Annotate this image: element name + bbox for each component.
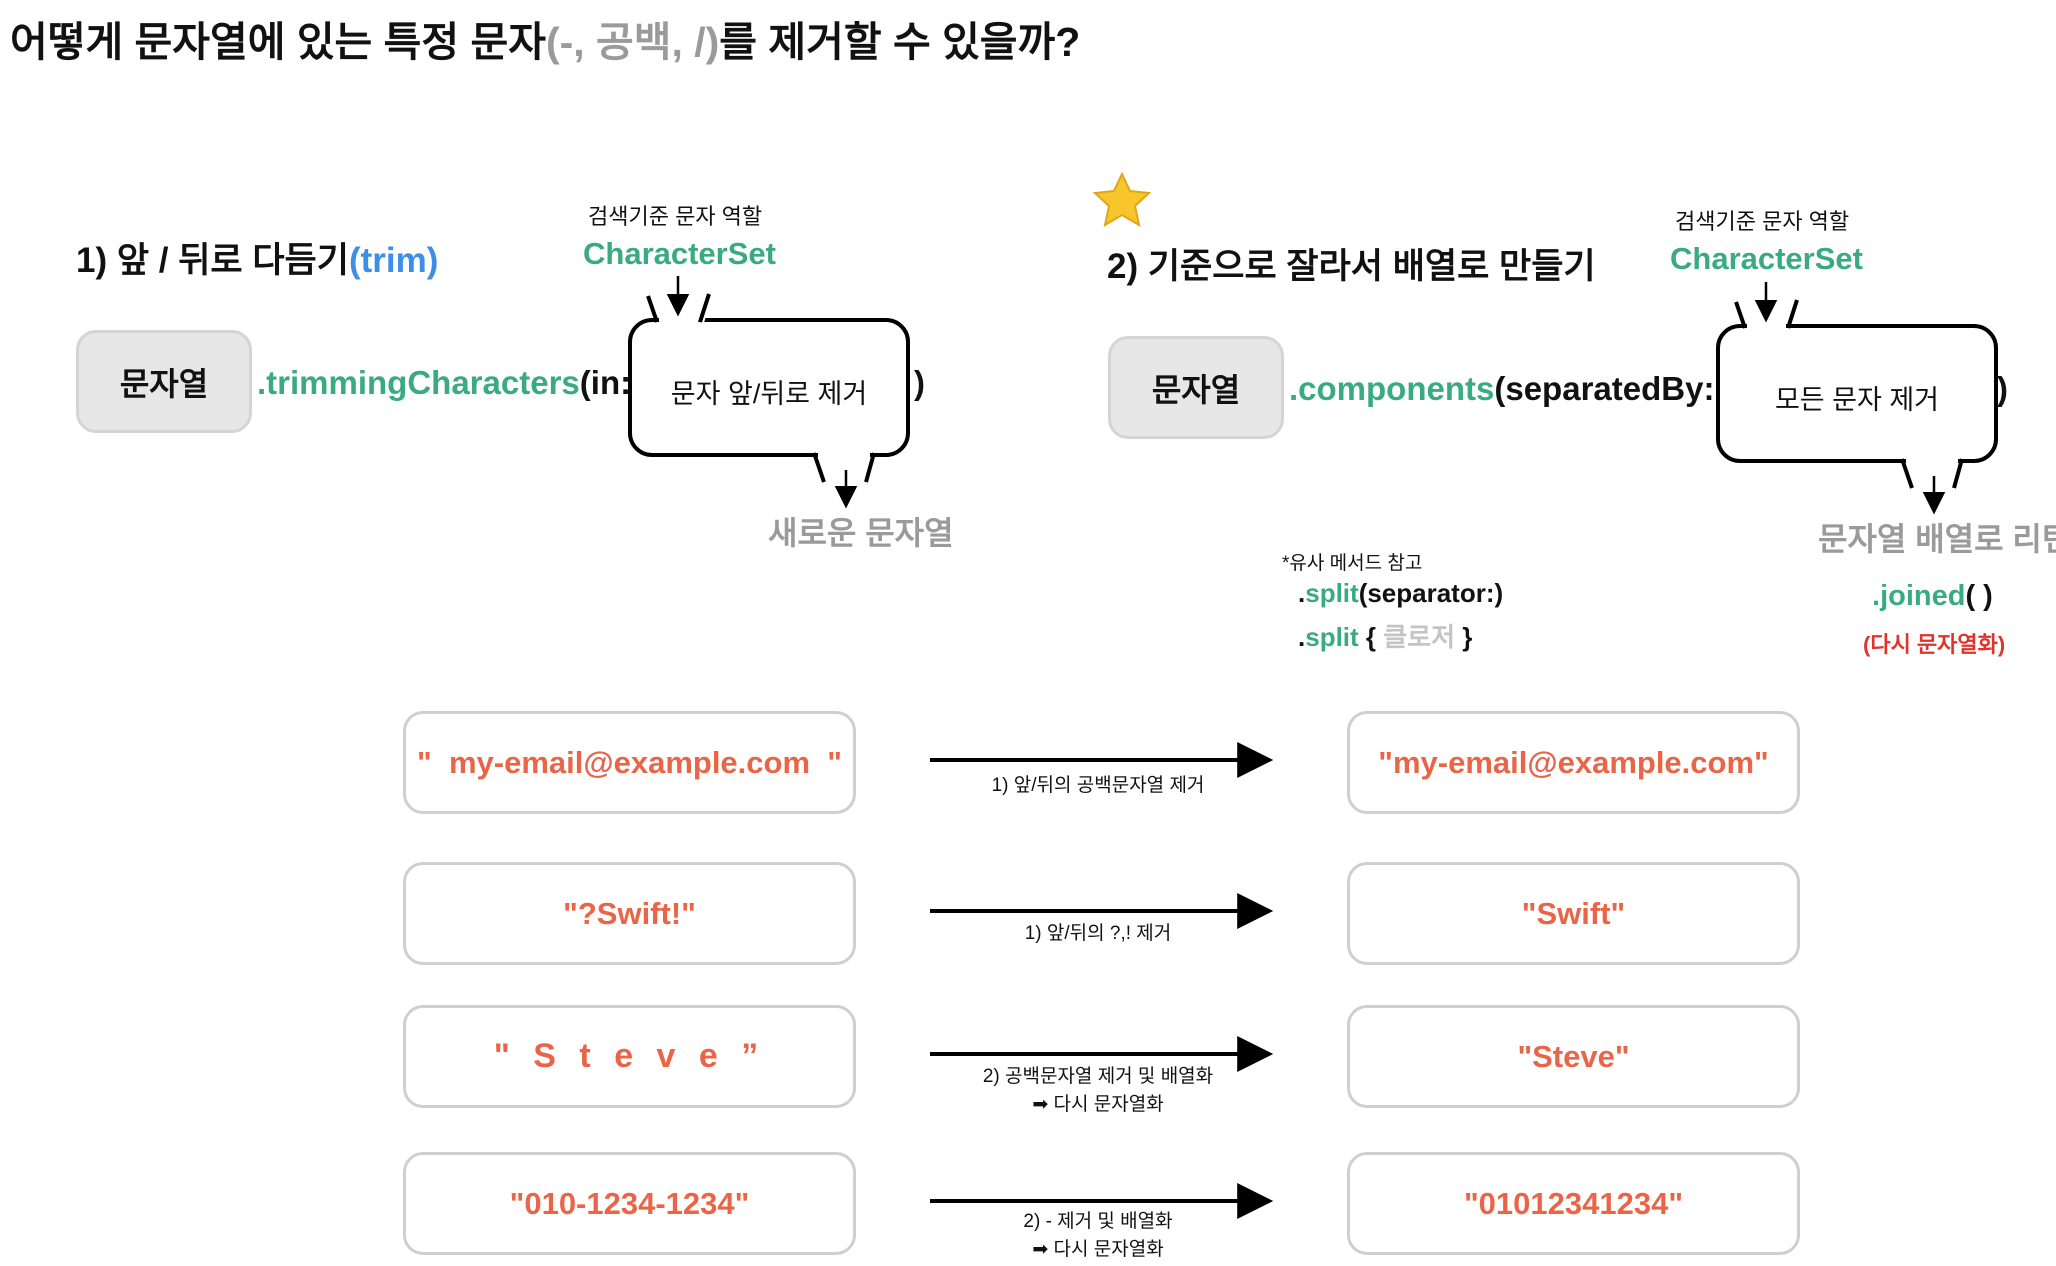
components-bubble-text: 모든 문자 제거 (1774, 385, 1940, 415)
joined-note: (다시 문자열화) (1863, 632, 2006, 657)
example-output-1: "my-email@example.com" (1347, 711, 1800, 814)
joined-dot: . (1872, 580, 1881, 612)
split-separator-ref: .split(separator:) (1298, 578, 1503, 609)
components-bubble-shape (1716, 299, 1998, 489)
similar-methods-note: *유사 메서드 참고 (1282, 553, 1423, 574)
components-receiver-label: 문자열 (1151, 371, 1241, 408)
trim-close-paren: ) (914, 364, 925, 401)
split2-closure: 클로저 (1383, 622, 1456, 652)
example-label-4-line-2: ➡ 다시 문자열화 (1032, 1239, 1164, 1260)
example-label-4-line-1: 2) - 제거 및 배열화 (1023, 1211, 1173, 1232)
joined-ref: .joined( ) (1872, 580, 1993, 613)
trim-heading-text: 1) 앞 / 뒤로 다듬기 (76, 241, 349, 280)
example-label-1: 1) 앞/뒤의 공백문자열 제거 (930, 772, 1266, 800)
trim-section-heading: 1) 앞 / 뒤로 다듬기(trim) (76, 232, 438, 283)
components-receiver-pill: 문자열 (1108, 336, 1284, 439)
title-suffix: 를 제거할 수 있을까? (719, 19, 1081, 65)
example-label-1-line-1: 1) 앞/뒤의 공백문자열 제거 (991, 775, 1205, 796)
components-close-paren: ) (1997, 370, 2008, 407)
example-input-2: "?Swift!" (403, 862, 856, 965)
trim-charset-note: 검색기준 문자 역할 (588, 204, 763, 229)
example-label-4: 2) - 제거 및 배열화 ➡ 다시 문자열화 (930, 1208, 1266, 1264)
components-method-call: .components(separatedBy: (1289, 370, 1714, 408)
example-label-3-line-1: 2) 공백문자열 제거 및 배열화 (982, 1066, 1214, 1087)
split2-close: } (1455, 622, 1473, 652)
components-charset-note: 검색기준 문자 역할 (1675, 209, 1850, 234)
components-section-heading: 2) 기준으로 잘라서 배열로 만들기 (1107, 247, 1596, 286)
example-output-4: "01012341234" (1347, 1152, 1800, 1255)
trim-receiver-pill: 문자열 (76, 330, 252, 433)
title-highlight: (-, 공백, /) (545, 19, 720, 65)
trim-bubble-shape (628, 292, 910, 483)
split1-dot: . (1298, 578, 1306, 608)
components-result-label: 문자열 배열로 리턴 (1818, 521, 2056, 557)
trim-bubble-text: 문자 앞/뒤로 제거 (670, 379, 868, 409)
example-output-2: "Swift" (1347, 862, 1800, 965)
star-icon (1092, 171, 1152, 228)
title-prefix: 어떻게 문자열에 있는 특정 문자 (10, 19, 546, 65)
split1-name: split (1305, 578, 1359, 608)
trim-heading-highlight: (trim) (348, 241, 439, 280)
example-label-2: 1) 앞/뒤의 ?,! 제거 (930, 920, 1266, 948)
split2-name: split (1305, 622, 1359, 652)
trim-method-param: (in: (579, 364, 632, 401)
components-charset-label: CharacterSet (1670, 241, 1863, 276)
example-input-4: "010-1234-1234" (403, 1152, 856, 1255)
trim-result-label: 새로운 문자열 (768, 515, 954, 551)
trim-method-dot: . (257, 364, 267, 401)
split1-param: (separator:) (1358, 578, 1504, 608)
example-label-3: 2) 공백문자열 제거 및 배열화 ➡ 다시 문자열화 (930, 1063, 1266, 1119)
example-input-1: " my-email@example.com " (403, 711, 856, 814)
split2-open: { (1358, 622, 1384, 652)
trim-receiver-label: 문자열 (119, 365, 209, 402)
components-method-param: (separatedBy: (1494, 370, 1715, 407)
components-method-dot: . (1289, 370, 1299, 407)
split2-dot: . (1298, 622, 1306, 652)
example-label-2-line-1: 1) 앞/뒤의 ?,! 제거 (1024, 923, 1172, 944)
split-closure-ref: .split { 클로저 } (1298, 617, 1472, 654)
example-input-3: " S t e v e ” (403, 1005, 856, 1108)
joined-paren: ( ) (1965, 580, 1993, 612)
trim-charset-label: CharacterSet (583, 236, 776, 271)
example-label-3-line-2: ➡ 다시 문자열화 (1032, 1094, 1164, 1115)
joined-name: joined (1880, 580, 1966, 612)
example-output-3: "Steve" (1347, 1005, 1800, 1108)
components-method-name: components (1298, 370, 1495, 407)
page-title: 어떻게 문자열에 있는 특정 문자(-, 공백, /)를 제거할 수 있을까? (10, 8, 1080, 68)
trim-method-name: trimmingCharacters (266, 364, 580, 401)
trim-method-call: .trimmingCharacters(in: (257, 364, 631, 402)
